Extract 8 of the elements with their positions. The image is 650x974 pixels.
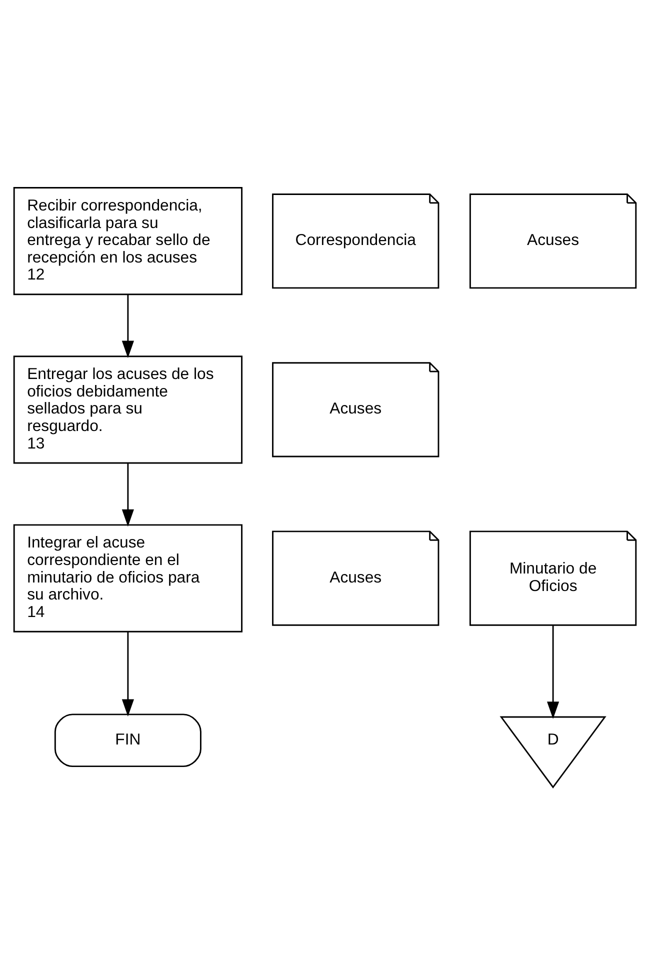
- node-box: Entregar los acuses de los oficios debidamente sellados para su resguardo. 13: [13, 355, 242, 464]
- arrow: [122, 294, 134, 358]
- node-box: FIN: [54, 713, 202, 767]
- arrow: [546, 624, 560, 718]
- node-box: Integrar el acuse correspondiente en el minutario de oficios para su archivo. 14: [13, 524, 242, 632]
- arrow: [122, 462, 134, 526]
- arrow: [122, 631, 134, 716]
- node-box: Recibir correspondencia, clasificarla para su entrega y recabar sello de recepción en los acuses 12: [13, 186, 242, 295]
